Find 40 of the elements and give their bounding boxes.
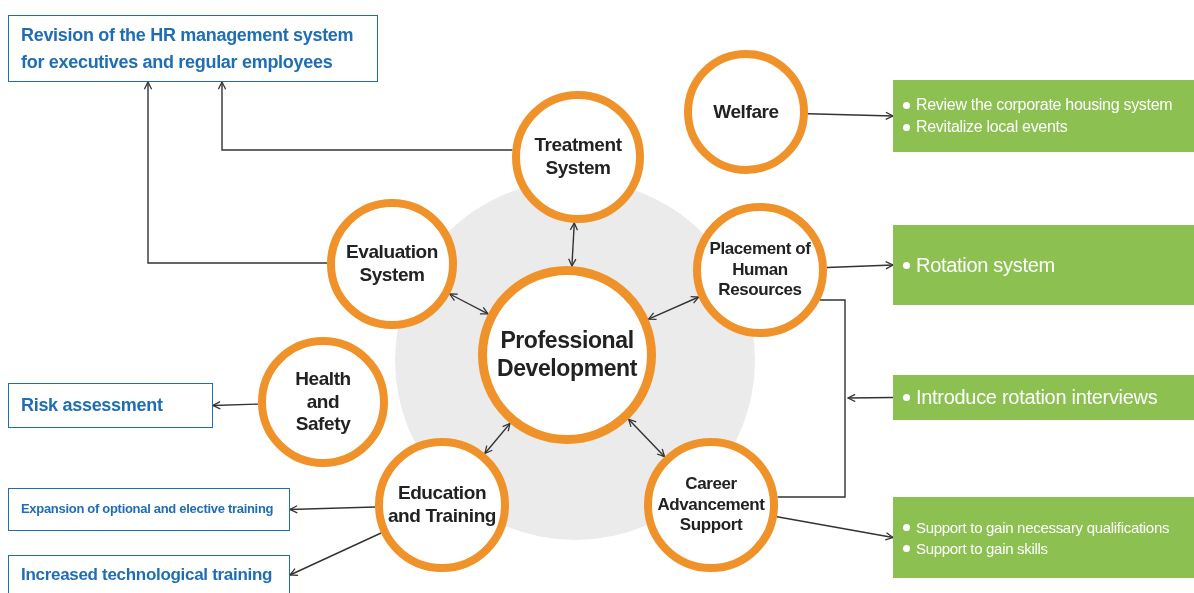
connector-arrow	[826, 261, 894, 270]
connector-arrow	[143, 81, 328, 264]
connector-arrow	[289, 505, 376, 514]
circle-label: Professional Development	[496, 327, 638, 383]
circle-label: Welfare	[712, 100, 780, 124]
connector-arrow	[289, 532, 382, 576]
circle-label: Evaluation System	[344, 241, 440, 287]
box-text: Expansion of optional and elective training	[21, 500, 274, 519]
circle-label: Treatment System	[533, 134, 623, 180]
bullet-text: Revitalize local events	[916, 118, 1068, 136]
connector-arrow	[449, 293, 489, 315]
outcome-box	[8, 383, 213, 428]
circle-label: Health and Safety	[294, 367, 352, 437]
connector-arrow	[776, 516, 894, 541]
connector-arrow	[217, 81, 514, 151]
measure-box	[893, 225, 1194, 305]
connector-arrow	[647, 296, 700, 321]
bullet-text: Support to gain skills	[916, 539, 1048, 557]
box-text: Increased technological training	[21, 563, 273, 586]
measure-box	[893, 80, 1194, 152]
measure-box	[893, 497, 1194, 578]
circle-label: Education and Training	[386, 482, 498, 528]
connector-arrow	[484, 422, 511, 455]
box-text: Risk assessment	[21, 394, 163, 418]
outcome-box	[8, 488, 290, 531]
bullet-text: Rotation system	[916, 253, 1055, 277]
outcome-box	[8, 555, 290, 593]
connector-arrow	[627, 418, 666, 458]
box-text: Revision of the HR management system for executives and regular employees	[21, 24, 355, 74]
connector-arrow	[568, 222, 579, 267]
bullet-text: Support to gain necessary qualifications	[916, 518, 1170, 536]
connector-arrow	[807, 111, 894, 121]
outcome-box	[8, 15, 378, 82]
measure-box	[893, 375, 1194, 420]
circle-label: Career Advancement Support	[656, 474, 766, 536]
connector-arrow	[212, 401, 259, 410]
connector-arrow	[847, 393, 894, 403]
bullet-text: Review the corporate housing system	[916, 96, 1173, 114]
circle-label: Placement of Human Resources	[708, 239, 812, 301]
bullet-text: Introduce rotation interviews	[916, 386, 1158, 409]
